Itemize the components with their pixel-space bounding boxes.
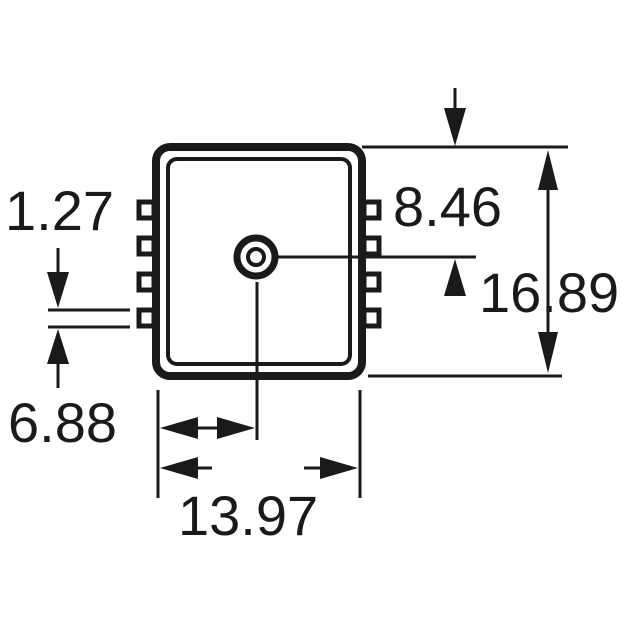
- pin-left-4: [136, 307, 157, 329]
- pin-span-dimension: 1.27 6.88: [5, 179, 130, 454]
- pin-left-3: [136, 271, 157, 293]
- pin-pitch-label: 1.27: [5, 179, 114, 242]
- port-offset-x-arrow-left-icon: [160, 417, 198, 439]
- left-pins: [136, 199, 157, 329]
- pin-arrow-down-icon: [47, 272, 69, 308]
- port-inner-ring: [246, 247, 266, 267]
- package-body: [152, 143, 366, 380]
- height-arrow-up-icon: [538, 150, 558, 190]
- body-width-label: 13.97: [178, 484, 318, 547]
- port-offset-label: 8.46: [393, 175, 502, 238]
- body-height-dimension: 16.89: [362, 145, 619, 378]
- package-inner-outline: [166, 157, 352, 366]
- port-arrow-up-icon: [444, 259, 466, 296]
- top-arrow-down-icon: [444, 108, 466, 146]
- pin-right-2: [361, 235, 382, 257]
- package-outer-outline: [152, 143, 366, 380]
- pin-left-2: [136, 235, 157, 257]
- width-arrow-left-icon: [160, 457, 198, 479]
- body-width-dimension: 13.97: [156, 282, 362, 547]
- width-arrow-right-icon: [320, 457, 358, 479]
- body-height-label: 16.89: [479, 261, 619, 324]
- pin-right-4: [361, 307, 382, 329]
- pressure-port: [233, 234, 279, 280]
- pin-arrow-up-icon: [47, 329, 69, 364]
- port-offset-dimension: 8.46: [276, 88, 502, 296]
- right-pins: [361, 199, 382, 329]
- pin-left-1: [136, 199, 157, 221]
- pin-right-3: [361, 271, 382, 293]
- height-arrow-down-icon: [538, 332, 558, 373]
- pin-right-1: [361, 199, 382, 221]
- port-offset-x-arrow-right-icon: [217, 417, 255, 439]
- port-outer-ring: [233, 234, 279, 280]
- pin-span-label: 6.88: [8, 391, 117, 454]
